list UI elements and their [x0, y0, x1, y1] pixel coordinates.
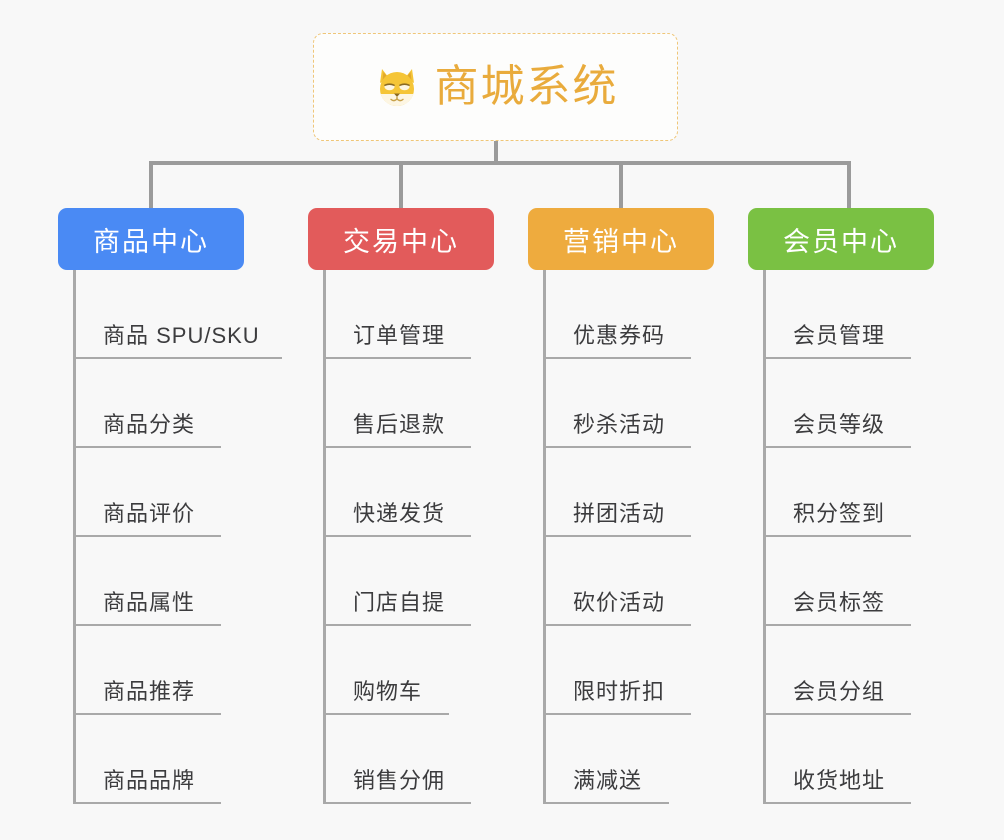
- connector-bus: [149, 161, 851, 165]
- list-item-rule: [73, 713, 221, 715]
- connector-drop-1: [149, 161, 153, 208]
- list-item-rule: [763, 802, 911, 804]
- list-item-rule: [323, 624, 471, 626]
- list-item-rule: [763, 357, 911, 359]
- list-item-label: 会员管理: [793, 323, 886, 348]
- list-item-rule: [323, 357, 471, 359]
- connector-drop-4: [847, 161, 851, 208]
- connector-root-stem: [494, 141, 498, 163]
- list-item-label: 售后退款: [353, 412, 446, 437]
- list-item-label: 快递发货: [353, 501, 446, 526]
- list-item-label: 砍价活动: [573, 590, 666, 615]
- list-item-rule: [763, 624, 911, 626]
- column-trunk: [323, 270, 326, 804]
- list-item-label: 订单管理: [353, 323, 446, 348]
- column-trunk: [763, 270, 766, 804]
- connector-drop-2: [399, 161, 403, 208]
- column-header-member-center[interactable]: 会员中心: [748, 208, 934, 270]
- column-header-label: 商品中心: [93, 226, 209, 257]
- list-item-label: 限时折扣: [573, 679, 666, 704]
- list-item-label: 会员分组: [793, 679, 886, 704]
- list-item-rule: [543, 624, 691, 626]
- list-item-rule: [543, 802, 669, 804]
- list-item-label: 满减送: [573, 768, 643, 793]
- column-header-marketing-center[interactable]: 营销中心: [528, 208, 714, 270]
- list-item-rule: [543, 713, 691, 715]
- list-item-rule: [323, 713, 449, 715]
- list-item-label: 销售分佣: [353, 768, 446, 793]
- list-item-rule: [543, 357, 691, 359]
- list-item-label: 积分签到: [793, 501, 886, 526]
- list-item-label: 商品品牌: [103, 768, 196, 793]
- column-trunk: [73, 270, 76, 804]
- list-item-rule: [763, 713, 911, 715]
- column-header-label: 会员中心: [783, 226, 899, 257]
- list-item-label: 门店自提: [353, 590, 446, 615]
- list-item-label: 会员标签: [793, 590, 886, 615]
- list-item-label: 秒杀活动: [573, 412, 666, 437]
- column-header-trade-center[interactable]: 交易中心: [308, 208, 494, 270]
- list-item-label: 会员等级: [793, 412, 886, 437]
- list-item-label: 优惠券码: [573, 323, 666, 348]
- list-item-rule: [323, 802, 471, 804]
- root-node[interactable]: 商城系统: [313, 33, 678, 141]
- list-item-label: 购物车: [353, 679, 423, 704]
- root-title: 商城系统: [434, 62, 619, 111]
- list-item-rule: [73, 535, 221, 537]
- list-item-label: 收货地址: [793, 768, 886, 793]
- list-item-rule: [763, 446, 911, 448]
- list-item-rule: [763, 535, 911, 537]
- column-header-label: 交易中心: [343, 226, 459, 257]
- list-item-label: 拼团活动: [573, 501, 666, 526]
- list-item-label: 商品分类: [103, 412, 196, 437]
- list-item-rule: [543, 535, 691, 537]
- list-item-rule: [73, 357, 282, 359]
- list-item-rule: [73, 802, 221, 804]
- connector-drop-3: [619, 161, 623, 208]
- list-item-label: 商品评价: [103, 501, 196, 526]
- column-header-product-center[interactable]: 商品中心: [58, 208, 244, 270]
- column-header-label: 营销中心: [563, 226, 679, 257]
- list-item-rule: [73, 446, 221, 448]
- column-trunk: [543, 270, 546, 804]
- list-item-label: 商品属性: [103, 590, 196, 615]
- list-item-rule: [323, 535, 471, 537]
- shiba-dog-face-icon: [373, 63, 421, 111]
- list-item-label: 商品 SPU/SKU: [103, 323, 260, 348]
- list-item-label: 商品推荐: [103, 679, 196, 704]
- list-item-rule: [543, 446, 691, 448]
- list-item-rule: [323, 446, 471, 448]
- list-item-rule: [73, 624, 221, 626]
